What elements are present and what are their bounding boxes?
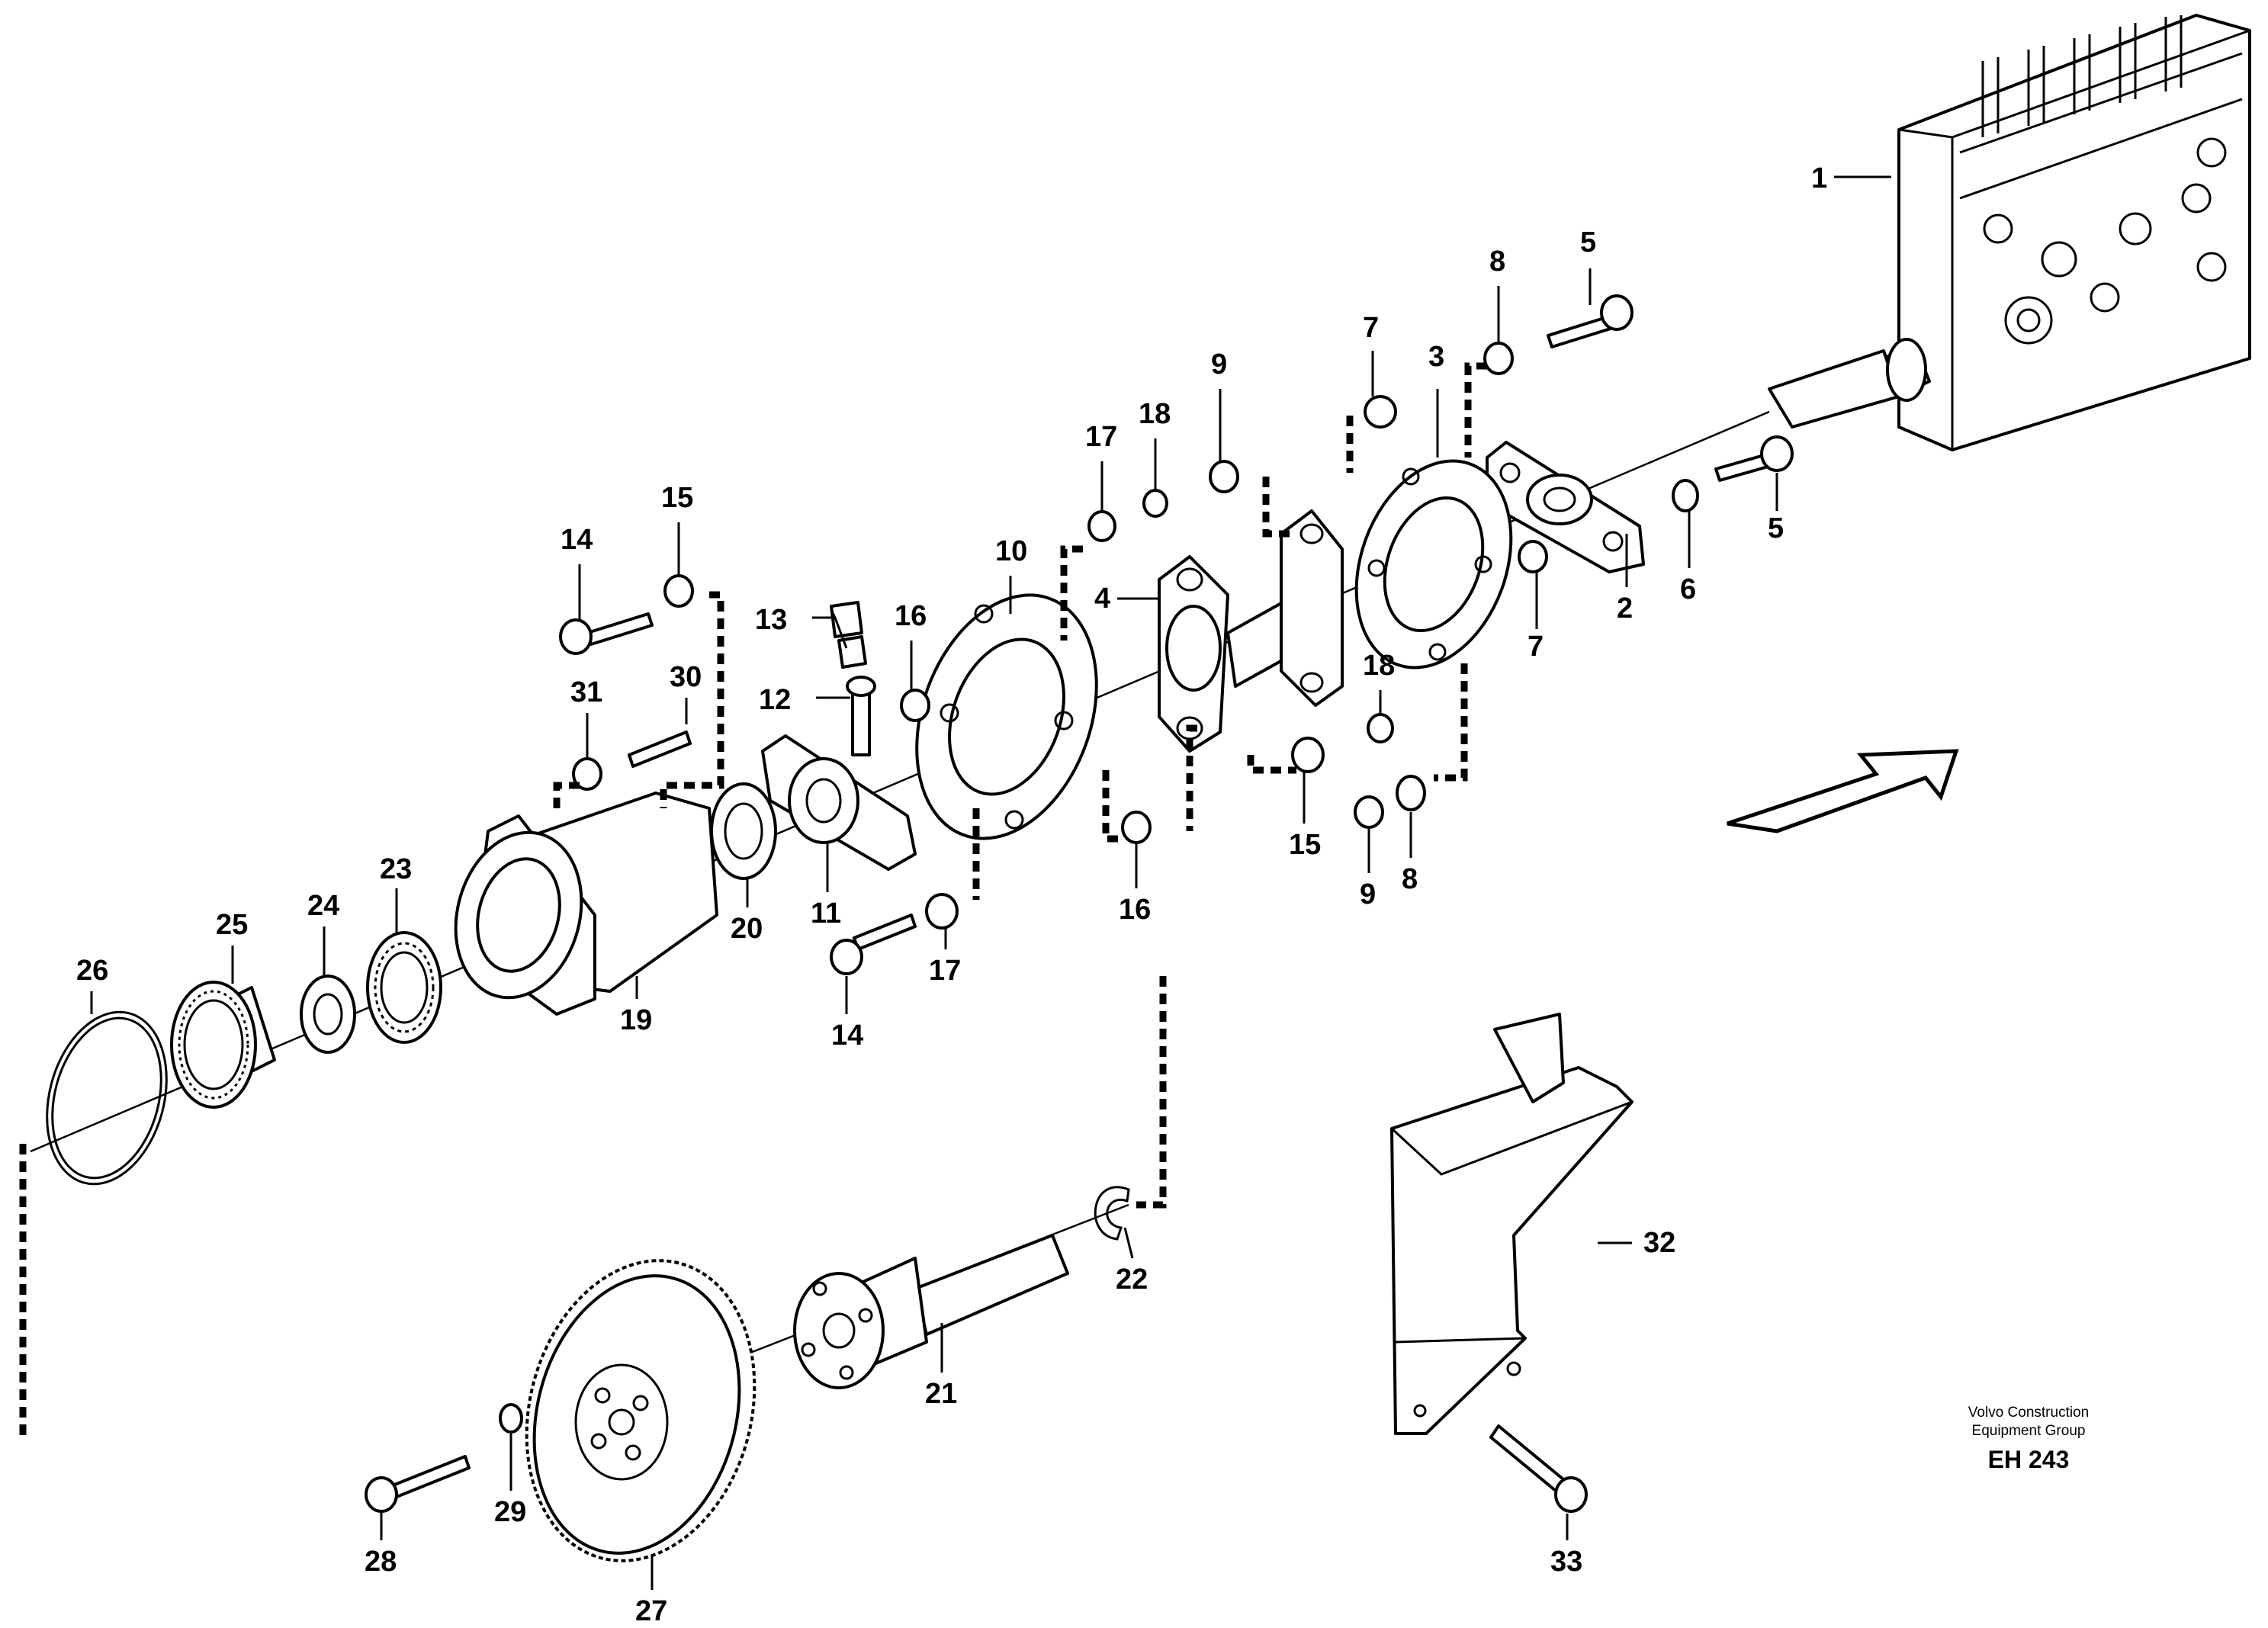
spacer-ring-part[interactable] [300, 975, 356, 1054]
callout-15-right: 15 [1289, 829, 1321, 861]
callout-23: 23 [380, 853, 412, 885]
coupling-hub-part[interactable] [1158, 509, 1344, 753]
drive-gear-part[interactable] [494, 1235, 787, 1586]
bearing-housing-part[interactable] [438, 792, 718, 1016]
callout-11: 11 [811, 897, 841, 930]
callout-21: 21 [925, 1378, 957, 1410]
clamp-part[interactable] [761, 734, 917, 871]
callout-labels: 1 2 3 4 5 5 6 7 7 8 8 9 9 10 11 12 13 14… [76, 162, 1827, 1627]
callout-13: 13 [755, 604, 787, 636]
callout-17-lower: 17 [929, 955, 961, 987]
callout-1: 1 [1811, 162, 1827, 194]
callout-8-right: 8 [1402, 863, 1418, 895]
ball-bearing-part[interactable] [366, 931, 442, 1044]
callout-28: 28 [365, 1546, 397, 1578]
seal-ring-part[interactable] [710, 782, 777, 880]
callout-22: 22 [1116, 1264, 1148, 1296]
credit-line-1: Volvo Construction [1968, 1405, 2089, 1421]
bracket-part[interactable] [1486, 441, 1645, 573]
callout-9-right: 9 [1360, 878, 1376, 910]
callout-14-lower: 14 [831, 1020, 863, 1052]
circlip-part[interactable] [1094, 1186, 1130, 1241]
callout-leaders [90, 175, 1891, 1590]
callout-25: 25 [216, 909, 248, 941]
callout-33: 33 [1550, 1546, 1582, 1578]
callout-15-top: 15 [661, 482, 693, 514]
callout-32: 32 [1643, 1227, 1675, 1259]
callout-24: 24 [307, 890, 339, 922]
callout-26: 26 [76, 955, 108, 987]
direction-arrow-icon [1727, 749, 1959, 833]
o-ring-part[interactable] [29, 999, 185, 1198]
callout-18-right: 18 [1363, 650, 1395, 682]
callout-10: 10 [995, 535, 1027, 567]
callout-19: 19 [620, 1004, 652, 1036]
credit-block: Volvo Construction Equipment Group EH 24… [1968, 1405, 2089, 1473]
callout-17-top: 17 [1085, 421, 1117, 453]
callout-5-top: 5 [1580, 226, 1596, 258]
callout-5-right: 5 [1768, 512, 1784, 544]
callout-2: 2 [1617, 592, 1633, 625]
callout-3: 3 [1428, 341, 1444, 373]
callout-20: 20 [731, 913, 763, 945]
roller-bearing-part[interactable] [170, 981, 276, 1109]
callout-30: 30 [670, 661, 702, 693]
callout-4: 4 [1094, 583, 1110, 615]
callout-29: 29 [494, 1496, 526, 1528]
callout-16-top: 16 [895, 600, 927, 632]
assembly-dash-lines [19, 362, 1487, 1441]
callout-27: 27 [635, 1595, 667, 1627]
callout-7-lower: 7 [1528, 631, 1544, 663]
flange-plate-part[interactable] [1329, 439, 1538, 689]
callout-12: 12 [759, 684, 791, 716]
callout-9-top: 9 [1211, 348, 1227, 381]
callout-6: 6 [1680, 573, 1696, 605]
callout-8-top: 8 [1489, 246, 1505, 278]
callout-7-top: 7 [1363, 312, 1379, 344]
callout-16-lower: 16 [1119, 894, 1151, 926]
fasteners [365, 294, 1794, 1513]
callout-14-top: 14 [561, 524, 593, 556]
callout-18-top: 18 [1139, 398, 1171, 430]
drive-shaft-part[interactable] [793, 1234, 1069, 1389]
flange-ring-part[interactable] [885, 570, 1129, 863]
injection-pump-part[interactable] [1768, 14, 2251, 451]
callout-31: 31 [570, 676, 602, 708]
drawing-code: EH 243 [1988, 1446, 2070, 1473]
cover-plate-part[interactable] [1390, 1013, 1634, 1435]
credit-line-2: Equipment Group [1972, 1423, 2086, 1439]
